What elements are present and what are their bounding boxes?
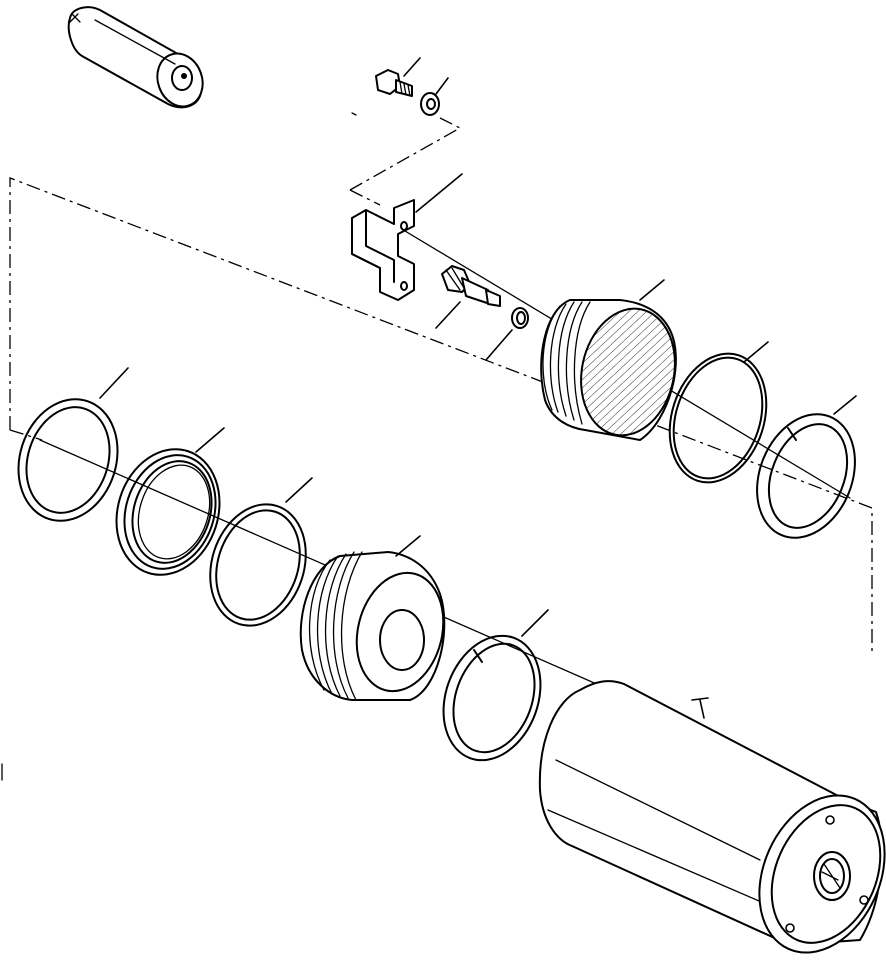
margin-marks [1,112,357,781]
piston [299,535,446,701]
split-ring-lower [442,609,549,762]
bracket [351,173,463,301]
cartridge-top-left [67,6,204,109]
large-o-ring-right [668,341,769,484]
cylinder-body [538,680,886,954]
center-axis-lines [39,224,851,761]
seal-ring-left [17,367,129,522]
end-cap [540,279,677,441]
assembly-outline-dashed [9,117,873,655]
small-o-ring [485,307,529,361]
o-ring-middle [209,477,313,627]
bolt [375,57,421,97]
fitting [435,265,501,329]
grooved-ring [115,427,225,576]
washer [420,77,449,116]
split-ring-right [756,395,857,539]
